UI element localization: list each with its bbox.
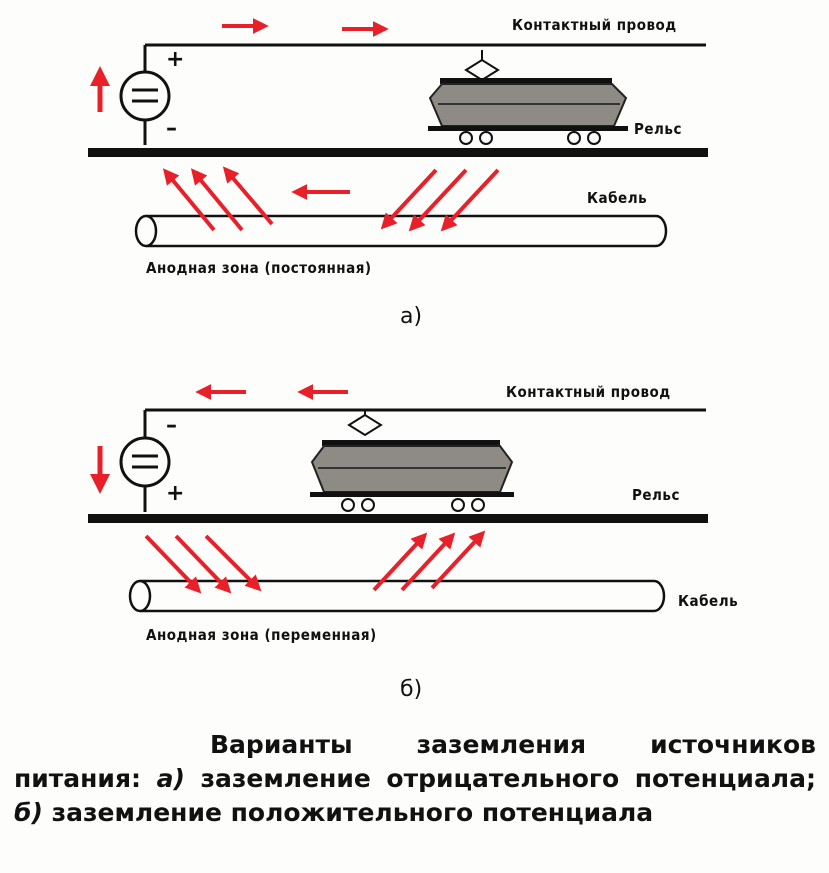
- panel-a: + – Контактный провод Рельс Кабель: [88, 16, 708, 329]
- caption-part-2: заземление отрицательного потенциала;: [184, 764, 816, 793]
- subfigure-label: а): [400, 304, 422, 329]
- diagram: + – Контактный провод Рельс Кабель: [88, 16, 738, 702]
- tram-car-icon: [310, 410, 514, 512]
- rail-label: Рельс: [634, 120, 682, 138]
- source-top-sign: +: [166, 47, 184, 72]
- panel-b: – + Контактный провод Рельс Кабель: [88, 383, 738, 702]
- caption-part-1: Варианты заземления источников питания:: [14, 730, 816, 793]
- contact-wire-label: Контактный провод: [506, 383, 671, 401]
- cable-pipe-icon: [134, 214, 668, 248]
- source-bottom-sign: –: [166, 116, 177, 141]
- cable-label: Кабель: [678, 592, 738, 610]
- rail-line: [88, 148, 708, 157]
- source-top-sign: –: [166, 413, 177, 438]
- current-arrow-icon: [162, 168, 216, 232]
- current-arrow-icon: [440, 168, 500, 232]
- cable-pipe-icon: [128, 579, 666, 613]
- rail-line: [88, 514, 708, 523]
- source-symbol-icon: [119, 436, 171, 488]
- cable-label: Кабель: [587, 189, 647, 207]
- current-arrow-icon: [144, 534, 202, 594]
- source-bottom-sign: +: [166, 481, 184, 506]
- tram-car-icon: [428, 50, 628, 145]
- subfigure-label: б): [400, 677, 422, 702]
- current-arrow-icon: [204, 534, 262, 592]
- current-arrow-icon: [174, 534, 232, 594]
- caption-b-mark: б): [14, 798, 43, 827]
- figure-caption: Варианты заземления источников питания: …: [14, 728, 816, 830]
- current-arrow-icon: [380, 168, 438, 230]
- source-symbol-icon: [119, 70, 171, 122]
- contact-wire-label: Контактный провод: [512, 16, 677, 34]
- anode-zone-label: Анодная зона (переменная): [146, 626, 377, 644]
- current-arrow-icon: [190, 168, 244, 232]
- current-arrow-icon: [408, 168, 468, 232]
- rail-label: Рельс: [632, 486, 680, 504]
- anode-zone-label: Анодная зона (постоянная): [146, 259, 372, 277]
- caption-part-3: заземление положительного потенциала: [42, 798, 654, 827]
- current-arrow-icon: [400, 532, 456, 592]
- current-arrow-icon: [222, 166, 274, 226]
- current-arrow-icon: [372, 532, 428, 592]
- caption-a-mark: а): [156, 764, 185, 793]
- current-arrow-icon: [430, 530, 486, 590]
